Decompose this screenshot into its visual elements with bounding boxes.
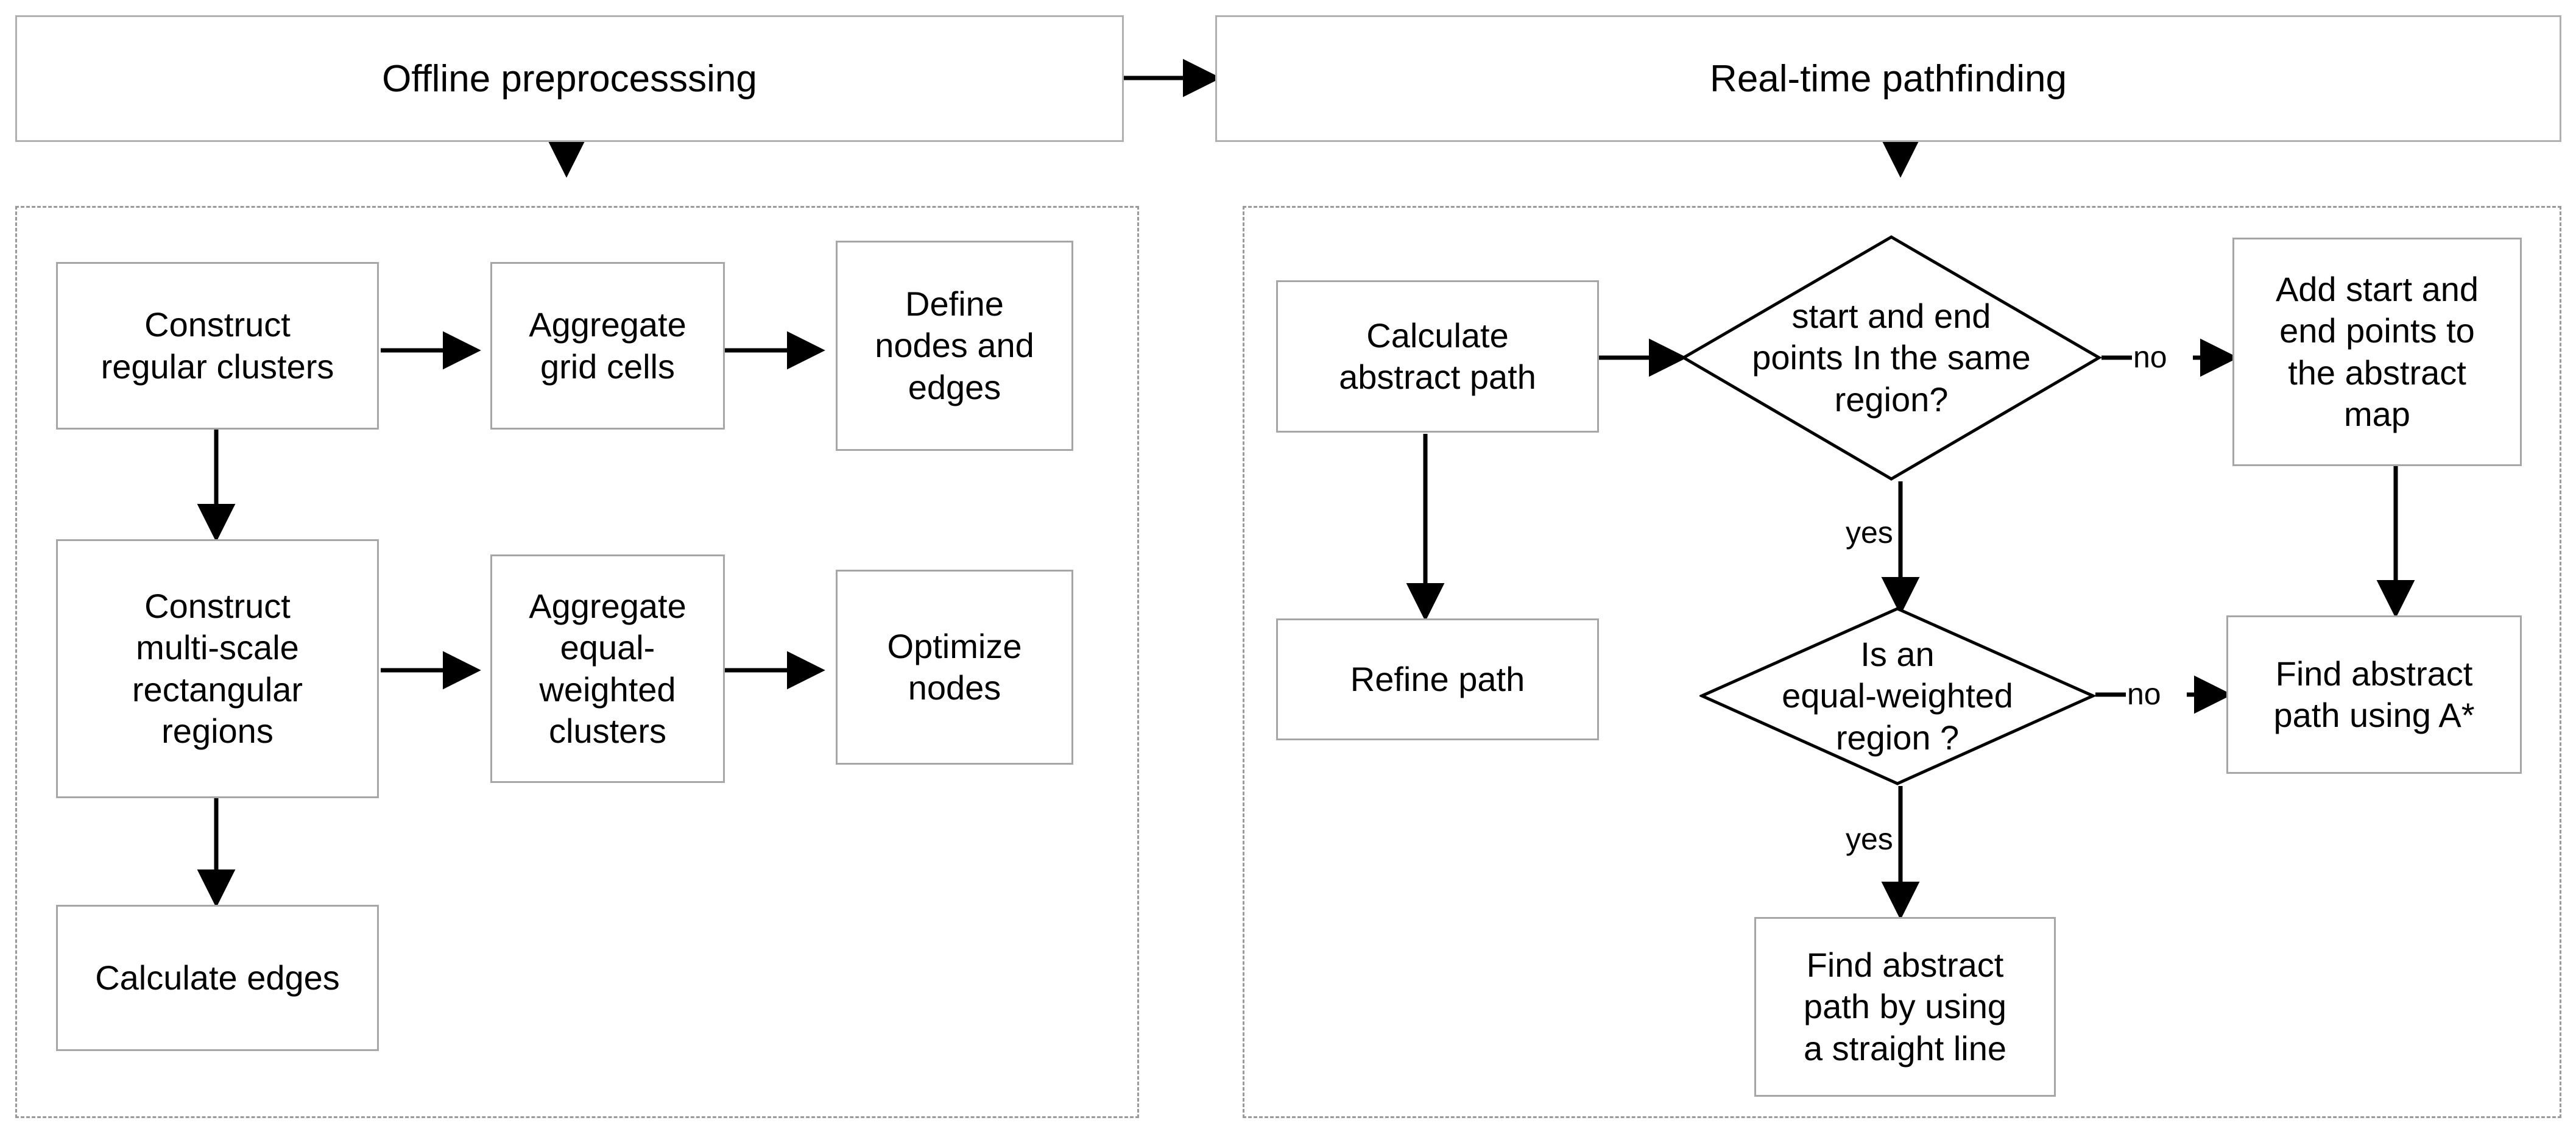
node-optimize-nodes[interactable]: Optimize nodes [836,570,1073,765]
edge-label-equal-weighted-no: no [2127,677,2161,711]
edge-label-same-region-no: no [2133,340,2167,374]
header-realtime-label: Real-time pathfinding [1710,57,2067,100]
node-refine-path[interactable]: Refine path [1276,618,1599,740]
node-define-nodes-and-edges[interactable]: Define nodes and edges [836,241,1073,451]
node-add-start-and-end-points[interactable]: Add start and end points to the abstract… [2232,238,2522,466]
diamond-shape-same-region [1681,235,2102,481]
offline-preprocessing-panel [15,206,1139,1118]
header-real-time-pathfinding: Real-time pathfinding [1215,15,2561,142]
node-aggregate-equal-weighted-clusters[interactable]: Aggregate equal- weighted clusters [490,554,725,783]
node-construct-multi-scale-rectangular-regions[interactable]: Construct multi-scale rectangular region… [56,539,379,798]
header-offline-preprocessing: Offline preprocesssing [15,15,1124,142]
real-time-pathfinding-panel [1243,206,2561,1118]
decision-same-region[interactable]: start and end points In the same region? [1681,235,2102,481]
node-calculate-abstract-path[interactable]: Calculate abstract path [1276,280,1599,433]
node-find-abstract-path-astar[interactable]: Find abstract path using A* [2226,615,2522,774]
header-offline-label: Offline preprocesssing [382,57,757,100]
diamond-shape-equal-weighted [1698,607,2097,785]
node-find-abstract-path-straight-line[interactable]: Find abstract path by using a straight l… [1754,917,2056,1097]
edge-label-same-region-yes: yes [1846,515,1893,550]
node-construct-regular-clusters[interactable]: Construct regular clusters [56,262,379,430]
node-aggregate-grid-cells[interactable]: Aggregate grid cells [490,262,725,430]
decision-equal-weighted[interactable]: Is an equal-weighted region ? [1698,606,2097,786]
edge-label-equal-weighted-yes: yes [1846,822,1893,856]
node-calculate-edges[interactable]: Calculate edges [56,905,379,1051]
